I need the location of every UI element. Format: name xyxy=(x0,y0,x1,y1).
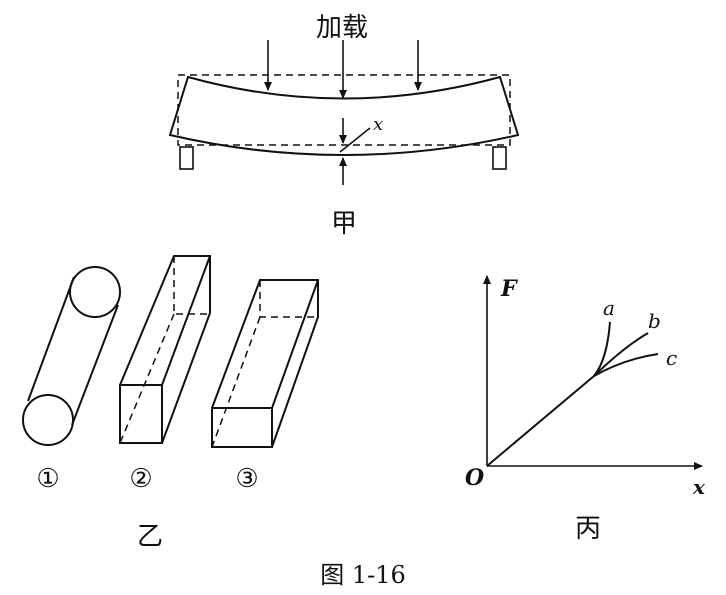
curve-c-label: c xyxy=(666,346,677,370)
load-label: 加载 xyxy=(316,13,368,43)
part-a-label: 甲 xyxy=(331,209,357,239)
right-support xyxy=(492,146,507,170)
figure-caption: 图 1-16 xyxy=(320,561,406,589)
cylinder-sample xyxy=(22,266,121,446)
y-axis-label: F xyxy=(500,276,518,302)
origin-label: O xyxy=(465,465,484,491)
undeformed-beam-outline xyxy=(177,74,511,146)
part-b-label: 乙 xyxy=(137,522,163,552)
curve-c xyxy=(593,353,659,377)
x-axis-label: x xyxy=(692,475,706,499)
sample-1-label: ① xyxy=(36,464,59,494)
force-deflection-graph: F x O a b c 丙 xyxy=(465,275,706,544)
sample-3-label: ③ xyxy=(235,464,258,494)
linear-segment xyxy=(486,375,595,467)
beam-diagram: 加载 x 甲 xyxy=(168,13,520,239)
left-support xyxy=(179,146,194,170)
square-bar-sample xyxy=(119,255,211,444)
deformed-beam xyxy=(168,75,520,156)
curve-b-label: b xyxy=(648,309,661,333)
flat-bar-sample xyxy=(211,279,319,448)
samples-diagram: ① ② ③ 乙 xyxy=(22,255,319,552)
deflection-leader xyxy=(339,127,371,153)
curve-a-label: a xyxy=(603,296,615,320)
curve-b xyxy=(593,332,649,377)
sample-2-label: ② xyxy=(129,464,152,494)
deflection-label: x xyxy=(373,114,383,135)
part-c-label: 丙 xyxy=(575,514,601,544)
